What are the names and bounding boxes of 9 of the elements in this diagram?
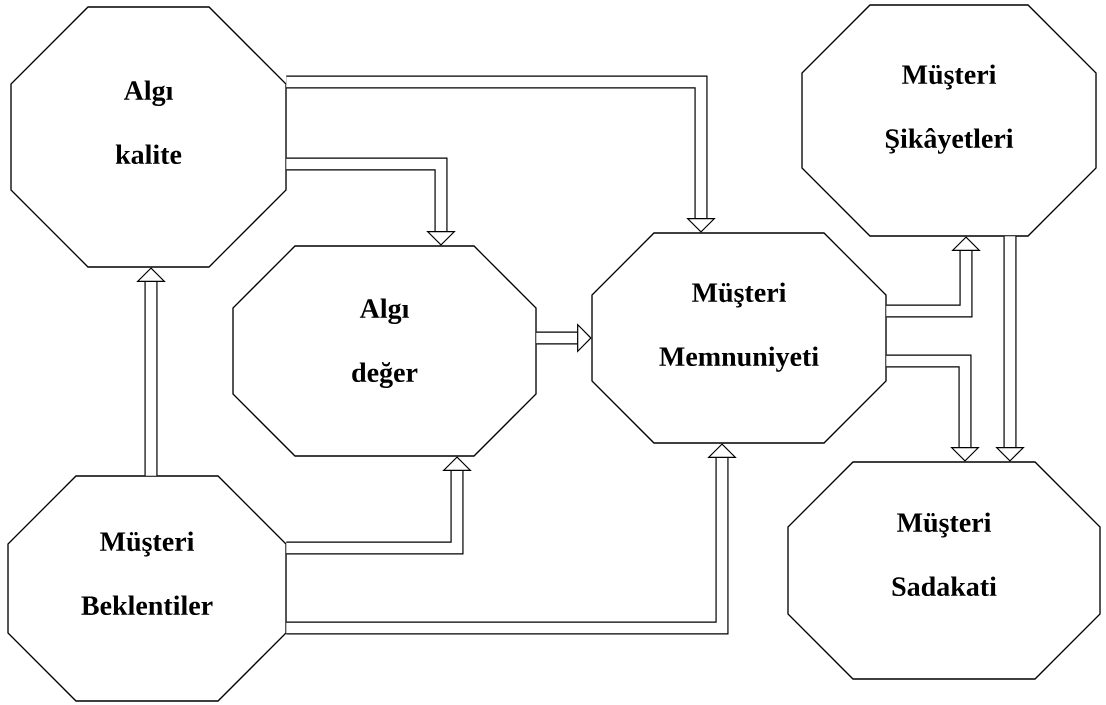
octagon-box: Algı değer bbox=[232, 245, 537, 457]
octagon-box: Müşteri Beklentiler bbox=[7, 475, 287, 702]
octagon-box: Algı kalite bbox=[10, 6, 287, 268]
octagon-box: Müşteri Şikâyetleri bbox=[801, 4, 1097, 237]
block-arrow bbox=[886, 354, 980, 462]
octagon-box: Müşteri Memnuniyeti bbox=[591, 232, 887, 444]
block-arrow bbox=[286, 157, 456, 246]
block-arrow bbox=[286, 75, 716, 233]
octagon-box: Müşteri Sadakati bbox=[787, 461, 1101, 680]
